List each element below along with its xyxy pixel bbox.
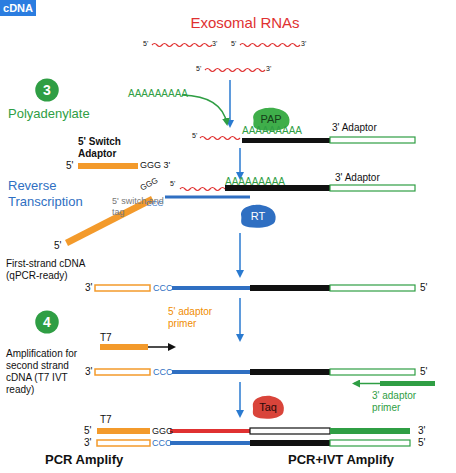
adaptor-segment	[330, 428, 410, 434]
section-badge: cDNA	[0, 0, 36, 16]
adaptor-segment	[330, 137, 415, 143]
annotation: 3'	[418, 425, 425, 437]
node-label: PAP	[260, 114, 281, 125]
annotation: GGG	[152, 426, 173, 437]
annotation: GGG	[139, 176, 160, 193]
circle-shape	[35, 78, 59, 101]
primer-bar	[380, 381, 435, 386]
annotation: 3'	[85, 366, 92, 378]
annotation: 5'	[84, 425, 91, 437]
annotation: AAAAAAAAA	[128, 88, 188, 100]
rna-strand	[152, 44, 212, 47]
rna-strand	[205, 69, 265, 72]
tag-segment	[97, 440, 150, 446]
second-strand	[170, 429, 250, 433]
annotation: 3'	[266, 65, 271, 73]
annotation: Reverse Transcription	[8, 178, 103, 209]
annotation: CCC	[153, 367, 173, 378]
tag-segment	[95, 369, 150, 375]
annotation: Polyadenylate	[8, 106, 90, 122]
annotation: PCR Amplify	[45, 452, 123, 468]
annotation: Amplification for second strand cDNA (T7…	[6, 348, 86, 396]
polya-arrow	[182, 95, 227, 124]
step-arrow	[229, 80, 231, 126]
adaptor-segment	[330, 185, 415, 191]
annotation: 3' Adaptor	[335, 172, 380, 184]
annotation: 5'	[143, 40, 148, 48]
annotation: 5'	[66, 160, 73, 172]
annotation: T7	[100, 414, 112, 426]
primer-bar	[100, 344, 148, 350]
diagram-title: Exosomal RNAs	[180, 14, 310, 32]
adaptor-segment	[330, 440, 410, 446]
blob-shape	[253, 396, 284, 419]
annotation: 5'	[54, 240, 61, 252]
annotation: 5'	[420, 366, 427, 378]
node-label: 4	[43, 315, 51, 329]
step-number: 4	[35, 310, 59, 334]
annotation: 5'	[231, 40, 236, 48]
polyt-segment	[250, 285, 330, 291]
polya-segment	[242, 138, 330, 143]
polyt-segment	[250, 369, 330, 375]
node-label: cDNA	[3, 3, 33, 14]
rna-strand	[180, 188, 225, 191]
enzyme-blob: Taq	[250, 394, 286, 420]
cdna-strand	[172, 370, 250, 374]
annotation: CCC	[153, 283, 173, 294]
annotation: 5'	[196, 65, 201, 73]
annotation: AAAAAAAAA	[242, 125, 302, 137]
annotation: PCR+IVT Amplify	[288, 452, 394, 468]
rna-strand	[200, 137, 240, 140]
annotation: First-strand cDNA (qPCR-ready)	[6, 258, 88, 282]
step-arrow	[239, 382, 241, 416]
annotation: 3'	[212, 40, 217, 48]
adaptor-segment	[330, 369, 415, 375]
annotation: 5'	[418, 437, 425, 449]
annotation: GGG 3'	[140, 160, 170, 171]
cdna-strand	[170, 441, 250, 445]
polyt-segment	[250, 440, 330, 446]
circle-shape	[35, 310, 59, 333]
annotation: 5' adaptor primer	[168, 306, 230, 330]
annotation: CCC	[152, 438, 172, 449]
blob-shape	[241, 205, 276, 228]
primer-arrow	[354, 383, 380, 385]
annotation: 3'	[85, 282, 92, 294]
annotation: 5'	[420, 282, 427, 294]
enzyme-blob: RT	[238, 203, 278, 229]
step-arrow	[239, 233, 241, 276]
annotation: 5'	[170, 180, 175, 188]
annotation: 3'	[301, 40, 306, 48]
cdna-strand	[165, 196, 250, 199]
annotation: CCC	[146, 199, 163, 209]
rna-strand	[240, 44, 300, 47]
step-arrow	[239, 298, 241, 340]
node-label: RT	[251, 211, 265, 222]
step-arrow	[239, 148, 241, 178]
annotation: 3' Adaptor	[332, 122, 377, 134]
step-number: 3	[35, 78, 59, 102]
annotation: 3' adaptor primer	[372, 390, 444, 414]
node-label: Taq	[259, 402, 277, 413]
annotation: T7	[100, 332, 112, 344]
annotation: 5'	[192, 132, 197, 140]
t7-segment	[97, 428, 150, 434]
polya-segment	[250, 428, 330, 434]
annotation: 3'	[84, 437, 91, 449]
adaptor-segment	[330, 285, 415, 291]
node-label: 3	[43, 83, 51, 97]
annotation: AAAAAAAAA	[225, 176, 285, 188]
primer-arrow	[148, 346, 174, 348]
switch-adaptor	[78, 163, 138, 169]
annotation: 5' Switch Adaptor	[78, 136, 142, 160]
tag-segment	[95, 285, 150, 291]
cdna-strand	[172, 286, 250, 290]
